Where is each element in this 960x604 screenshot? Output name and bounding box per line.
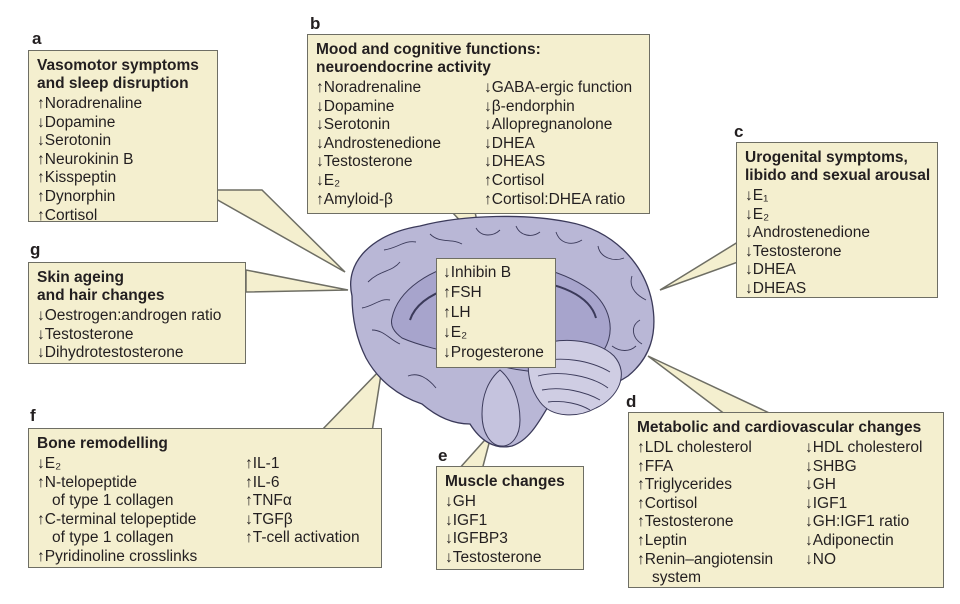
- list-item: ↓DHEAS: [745, 279, 807, 297]
- list-item: of type 1 collagen: [52, 529, 174, 547]
- panel-f-title: Bone remodelling: [37, 435, 168, 452]
- list-item: ↓Serotonin: [316, 116, 391, 134]
- list-item: ↓IGF1: [445, 511, 488, 529]
- list-item: ↓Dopamine: [316, 97, 395, 115]
- list-item: ↑Leptin: [637, 531, 687, 549]
- list-item: ↓Dopamine: [37, 113, 116, 131]
- panel-d-metabolic: Metabolic and cardiovascular changes ↑LD…: [628, 412, 944, 588]
- panel-letter-e: e: [438, 446, 448, 465]
- list-item: ↓GH: [445, 493, 476, 510]
- list-item: ↓E₁: [745, 187, 769, 204]
- callout-pointer-d: [647, 355, 781, 419]
- panel-e-muscle: Muscle changes ↓GH ↓IGF1 ↓IGFBP3 ↓Testos…: [436, 466, 584, 570]
- list-item: ↑Renin–angiotensin: [637, 550, 774, 568]
- list-item: ↑N-telopeptide: [37, 473, 137, 491]
- list-item: of type 1 collagen: [52, 492, 174, 510]
- panel-b-mood-cognition: Mood and cognitive functions:neuroendocr…: [307, 34, 650, 214]
- list-item: ↓DHEAS: [484, 153, 546, 171]
- list-item: ↓TGFβ: [245, 510, 293, 528]
- panel-c-urogenital: Urogenital symptoms,libido and sexual ar…: [736, 142, 938, 298]
- central-hormone-box: ↓Inhibin B ↑FSH ↑LH ↓E₂ ↓Progesterone: [436, 258, 556, 368]
- panel-letter-d: d: [626, 392, 637, 411]
- list-item: ↓Testosterone: [37, 325, 134, 343]
- brainstem: [481, 369, 521, 447]
- list-item: ↑Cortisol: [484, 171, 545, 189]
- list-item: ↑Pyridinoline crosslinks: [37, 547, 198, 565]
- panel-b-title: Mood and cognitive functions:neuroendocr…: [316, 41, 541, 76]
- list-item: ↓Dihydrotestosterone: [37, 344, 184, 362]
- list-item: ↓SHBG: [805, 457, 857, 475]
- panel-letter-b: b: [310, 14, 321, 33]
- list-item: ↓HDL cholesterol: [805, 439, 923, 456]
- callout-pointer-f: [318, 365, 384, 433]
- callout-pointer-a: [197, 189, 346, 273]
- list-item: ↓Serotonin: [37, 132, 112, 150]
- list-item: ↑Testosterone: [637, 513, 734, 531]
- list-item: ↑Amyloid-β: [316, 190, 393, 208]
- list-item: ↓GABA-ergic function: [484, 79, 633, 96]
- panel-e-title: Muscle changes: [445, 473, 565, 490]
- list-item: ↑Noradrenaline: [37, 95, 143, 112]
- list-item: system: [652, 569, 702, 587]
- list-item: ↓Androstenedione: [745, 224, 870, 242]
- list-item: ↓Testosterone: [445, 548, 542, 566]
- list-item: ↑Cortisol: [637, 494, 698, 512]
- panel-f-bone: Bone remodelling ↓E₂ ↑N-telopeptide of t…: [28, 428, 382, 568]
- list-item: ↓Testosterone: [316, 153, 413, 171]
- list-item: ↑LDL cholesterol: [637, 439, 752, 456]
- list-item: ↓E₂: [745, 205, 770, 223]
- panel-letter-g: g: [30, 240, 41, 259]
- list-item: ↓E₂: [443, 324, 468, 341]
- list-item: ↓Testosterone: [745, 242, 842, 260]
- list-item: ↓E₂: [37, 455, 62, 472]
- list-item: ↓IGF1: [805, 494, 848, 512]
- list-item: ↑Cortisol:DHEA ratio: [484, 190, 626, 208]
- list-item: ↑LH: [443, 304, 471, 321]
- callout-pointer-c: [659, 240, 739, 291]
- list-item: ↑IL-6: [245, 473, 280, 491]
- list-item: ↑Triglycerides: [637, 476, 733, 494]
- list-item: ↓Inhibin B: [443, 264, 512, 281]
- panel-letter-c: c: [734, 122, 744, 141]
- list-item: ↓Oestrogen:androgen ratio: [37, 307, 222, 324]
- list-item: ↓NO: [805, 550, 836, 568]
- panel-c-title: Urogenital symptoms,libido and sexual ar…: [745, 149, 931, 184]
- list-item: ↓GH: [805, 476, 836, 494]
- panel-letter-f: f: [30, 406, 36, 425]
- list-item: ↓GH:IGF1 ratio: [805, 513, 910, 531]
- list-item: ↓Adiponectin: [805, 531, 894, 549]
- list-item: ↑FFA: [637, 457, 674, 475]
- list-item: ↓DHEA: [745, 261, 796, 279]
- list-item: ↓Progesterone: [443, 344, 544, 361]
- list-item: ↑FSH: [443, 284, 482, 301]
- list-item: ↑C-terminal telopeptide: [37, 510, 197, 528]
- list-item: ↓IGFBP3: [445, 530, 508, 548]
- list-item: ↓DHEA: [484, 134, 535, 152]
- brain-gyri: [361, 225, 647, 389]
- panel-d-title: Metabolic and cardiovascular changes: [637, 419, 922, 436]
- list-item: ↑IL-1: [245, 455, 280, 472]
- list-item: ↑Kisspeptin: [37, 169, 117, 187]
- panel-letter-a: a: [32, 29, 42, 48]
- list-item: ↓β-endorphin: [484, 97, 575, 115]
- callout-pointer-g: [245, 269, 349, 293]
- list-item: ↓Allopregnanolone: [484, 116, 613, 134]
- list-item: ↑Cortisol: [37, 206, 98, 224]
- list-item: ↓Androstenedione: [316, 134, 441, 152]
- list-item: ↑TNFα: [245, 492, 292, 510]
- list-item: ↓E₂: [316, 171, 341, 189]
- list-item: ↑Neurokinin B: [37, 150, 134, 168]
- list-item: ↑T-cell activation: [245, 529, 360, 547]
- list-item: ↑Dynorphin: [37, 187, 116, 205]
- list-item: ↑Noradrenaline: [316, 79, 422, 96]
